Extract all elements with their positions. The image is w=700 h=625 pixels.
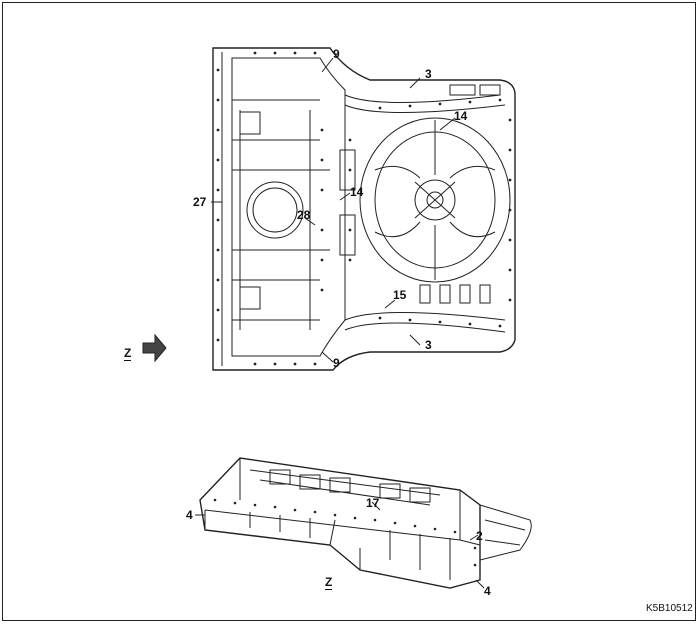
callout-14-right: 14 (454, 109, 468, 123)
view-arrow-icon (142, 333, 167, 363)
bottom-view-floor-assembly (195, 457, 532, 589)
callout-28: 28 (297, 208, 311, 222)
bottom-view-spot-welds (213, 498, 477, 567)
callout-27: 27 (193, 195, 207, 209)
callout-3-bottom: 3 (425, 338, 432, 352)
top-view-floor-panel (211, 47, 516, 371)
figure-code: K5B10512 (646, 603, 693, 614)
view-label-z-bottom: Z (325, 575, 333, 590)
callout-9-top: 9 (333, 47, 340, 61)
callout-17: 17 (366, 496, 380, 510)
callout-2: 2 (476, 529, 483, 543)
callout-9-bottom: 9 (333, 356, 340, 370)
callout-14-center: 14 (350, 185, 364, 199)
view-label-z-top: Z (124, 346, 132, 361)
callout-4-left: 4 (186, 508, 193, 522)
callout-4-right: 4 (484, 584, 491, 598)
callout-3-top: 3 (425, 67, 432, 81)
callout-15: 15 (393, 288, 407, 302)
top-view-spot-welds (216, 51, 512, 366)
